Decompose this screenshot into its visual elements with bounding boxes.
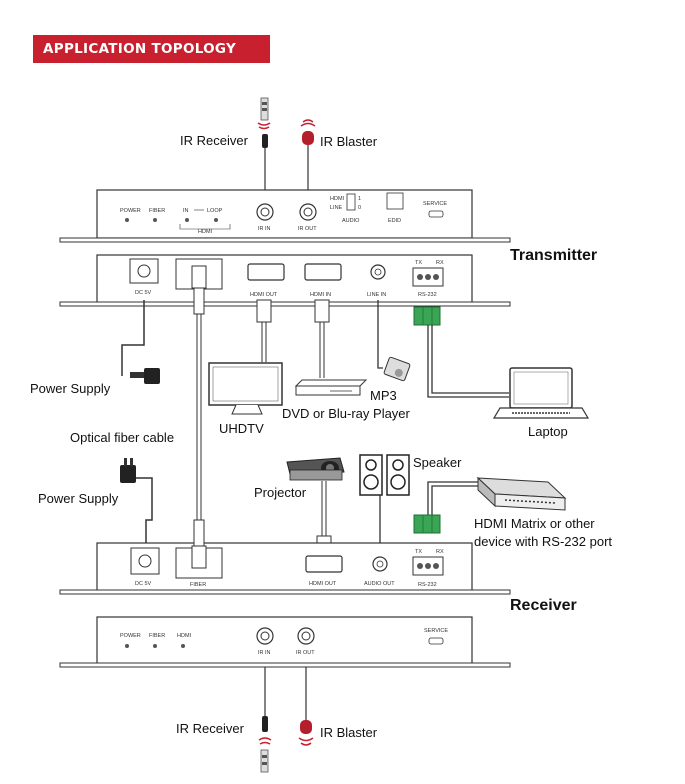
svg-text:POWER: POWER xyxy=(120,633,141,639)
power-supply-2-label: Power Supply xyxy=(38,491,119,506)
ir-blaster-top-icon xyxy=(300,119,316,145)
dvd-player-icon xyxy=(294,379,368,396)
svg-text:RX: RX xyxy=(436,260,444,266)
transmitter-front-panel: POWER FIBER IN LOOP HDMI IR IN IR OUT HD… xyxy=(59,189,511,243)
speaker-label: Speaker xyxy=(413,455,462,470)
projector-label: Projector xyxy=(254,485,307,500)
ir-blaster-bottom-icon xyxy=(298,720,314,746)
fiber-connector-rx-icon xyxy=(191,519,207,569)
fiber-connector-tx-icon xyxy=(191,265,207,315)
svg-text:IR OUT: IR OUT xyxy=(298,226,317,232)
svg-text:FIBER: FIBER xyxy=(149,633,165,639)
laptop-icon xyxy=(492,367,590,419)
svg-text:EDID: EDID xyxy=(388,218,401,224)
uhdtv-label: UHDTV xyxy=(219,421,264,436)
svg-text:FIBER: FIBER xyxy=(149,208,165,214)
svg-text:AUDIO OUT: AUDIO OUT xyxy=(364,581,395,587)
svg-text:RX: RX xyxy=(436,549,444,555)
mp3-label: MP3 xyxy=(370,388,397,403)
svg-text:DC 5V: DC 5V xyxy=(135,290,152,296)
svg-text:LINE: LINE xyxy=(330,205,343,211)
uhdtv-icon xyxy=(208,362,283,415)
svg-text:IR IN: IR IN xyxy=(258,226,271,232)
receiver-rear-panel: DC 5V FIBER HDMI OUT AUDIO OUT TX RX RS-… xyxy=(59,542,511,595)
svg-text:HDMI IN: HDMI IN xyxy=(310,292,331,298)
svg-text:IN: IN xyxy=(183,208,189,214)
svg-text:HDMI: HDMI xyxy=(198,229,213,235)
receiver-label: Receiver xyxy=(510,597,577,614)
svg-text:SERVICE: SERVICE xyxy=(423,201,447,207)
ir-blaster-bottom-label: IR Blaster xyxy=(320,725,378,740)
svg-text:DC 5V: DC 5V xyxy=(135,581,152,587)
mp3-player-icon xyxy=(383,356,411,382)
power-supply-1-label: Power Supply xyxy=(30,381,111,396)
transmitter-rear-panel: DC 5V HDMI OUT HDMI IN LINE IN TX RX RS-… xyxy=(59,254,511,307)
matrix-label-line2: device with RS-232 port xyxy=(474,534,612,549)
transmitter-label: Transmitter xyxy=(510,247,597,264)
svg-text:HDMI OUT: HDMI OUT xyxy=(250,292,278,298)
svg-text:0: 0 xyxy=(358,205,361,211)
matrix-label-line1: HDMI Matrix or other xyxy=(474,516,595,531)
projector-icon xyxy=(286,457,345,481)
svg-text:LOOP: LOOP xyxy=(207,208,223,214)
svg-text:RS-232: RS-232 xyxy=(418,292,437,298)
svg-text:HDMI: HDMI xyxy=(330,196,345,202)
svg-text:IR IN: IR IN xyxy=(258,650,271,656)
laptop-label: Laptop xyxy=(528,424,568,439)
power-adapter-1-icon xyxy=(130,368,160,384)
ir-receiver-bottom-label: IR Receiver xyxy=(176,721,245,736)
ir-receiver-top-icon xyxy=(257,97,271,148)
svg-text:FIBER: FIBER xyxy=(190,582,206,588)
power-adapter-2-icon xyxy=(120,458,136,483)
svg-text:1: 1 xyxy=(358,196,361,202)
svg-text:IR OUT: IR OUT xyxy=(296,650,315,656)
svg-text:TX: TX xyxy=(415,260,422,266)
optical-fiber-label: Optical fiber cable xyxy=(70,430,174,445)
hdmi-matrix-icon xyxy=(476,476,567,511)
svg-text:HDMI OUT: HDMI OUT xyxy=(309,581,337,587)
svg-text:RS-232: RS-232 xyxy=(418,582,437,588)
section-title: APPLICATION TOPOLOGY xyxy=(43,41,237,57)
ir-receiver-bottom-icon xyxy=(258,716,272,773)
ir-blaster-top-label: IR Blaster xyxy=(320,134,378,149)
speaker-icon xyxy=(359,454,410,496)
ir-receiver-top-label: IR Receiver xyxy=(180,133,249,148)
svg-text:POWER: POWER xyxy=(120,208,141,214)
svg-text:AUDIO: AUDIO xyxy=(342,218,360,224)
svg-text:SERVICE: SERVICE xyxy=(424,628,448,634)
svg-text:TX: TX xyxy=(415,549,422,555)
svg-text:LINE IN: LINE IN xyxy=(367,292,386,298)
receiver-front-panel: POWER FIBER HDMI IR IN IR OUT SERVICE xyxy=(59,616,511,668)
dvd-label: DVD or Blu-ray Player xyxy=(282,406,411,421)
svg-text:HDMI: HDMI xyxy=(177,633,192,639)
section-header-banner: APPLICATION TOPOLOGY xyxy=(33,35,270,63)
